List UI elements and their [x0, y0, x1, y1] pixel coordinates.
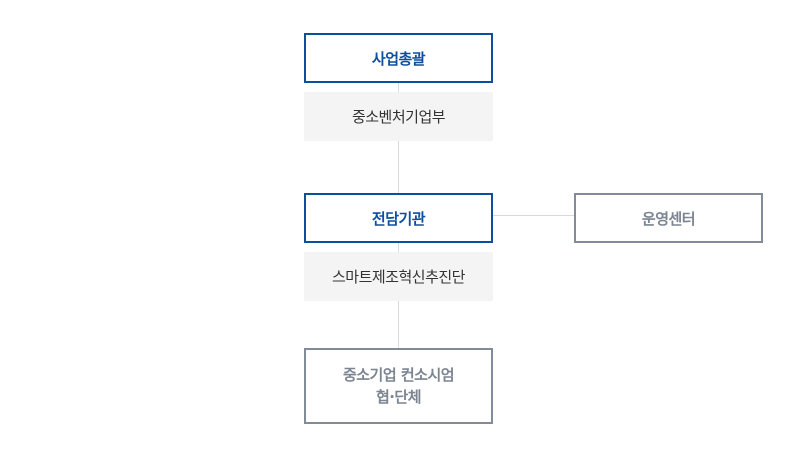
node-operation-center-label: 운영센터 — [641, 209, 696, 228]
node-consulting-association: 중소기업 컨소시엄 협·단체 — [304, 348, 493, 424]
node-consulting-association-line2: 협·단체 — [375, 388, 422, 406]
node-dedicated-agency-label: 전담기관 — [371, 209, 426, 228]
node-dedicated-agency: 전담기관 — [304, 193, 493, 243]
node-dedicated-agency-org-label: 스마트제조혁신추진단 — [331, 268, 466, 286]
node-dedicated-agency-org: 스마트제조혁신추진단 — [304, 252, 493, 301]
connector-agency-to-operation-center — [492, 215, 574, 216]
node-general-management-label: 사업총괄 — [371, 49, 426, 68]
node-general-management-org: 중소벤처기업부 — [304, 92, 493, 141]
node-operation-center: 운영센터 — [574, 193, 763, 243]
node-general-management: 사업총괄 — [304, 33, 493, 83]
node-general-management-org-label: 중소벤처기업부 — [351, 108, 446, 126]
node-consulting-association-line1: 중소기업 컨소시엄 — [342, 366, 455, 384]
